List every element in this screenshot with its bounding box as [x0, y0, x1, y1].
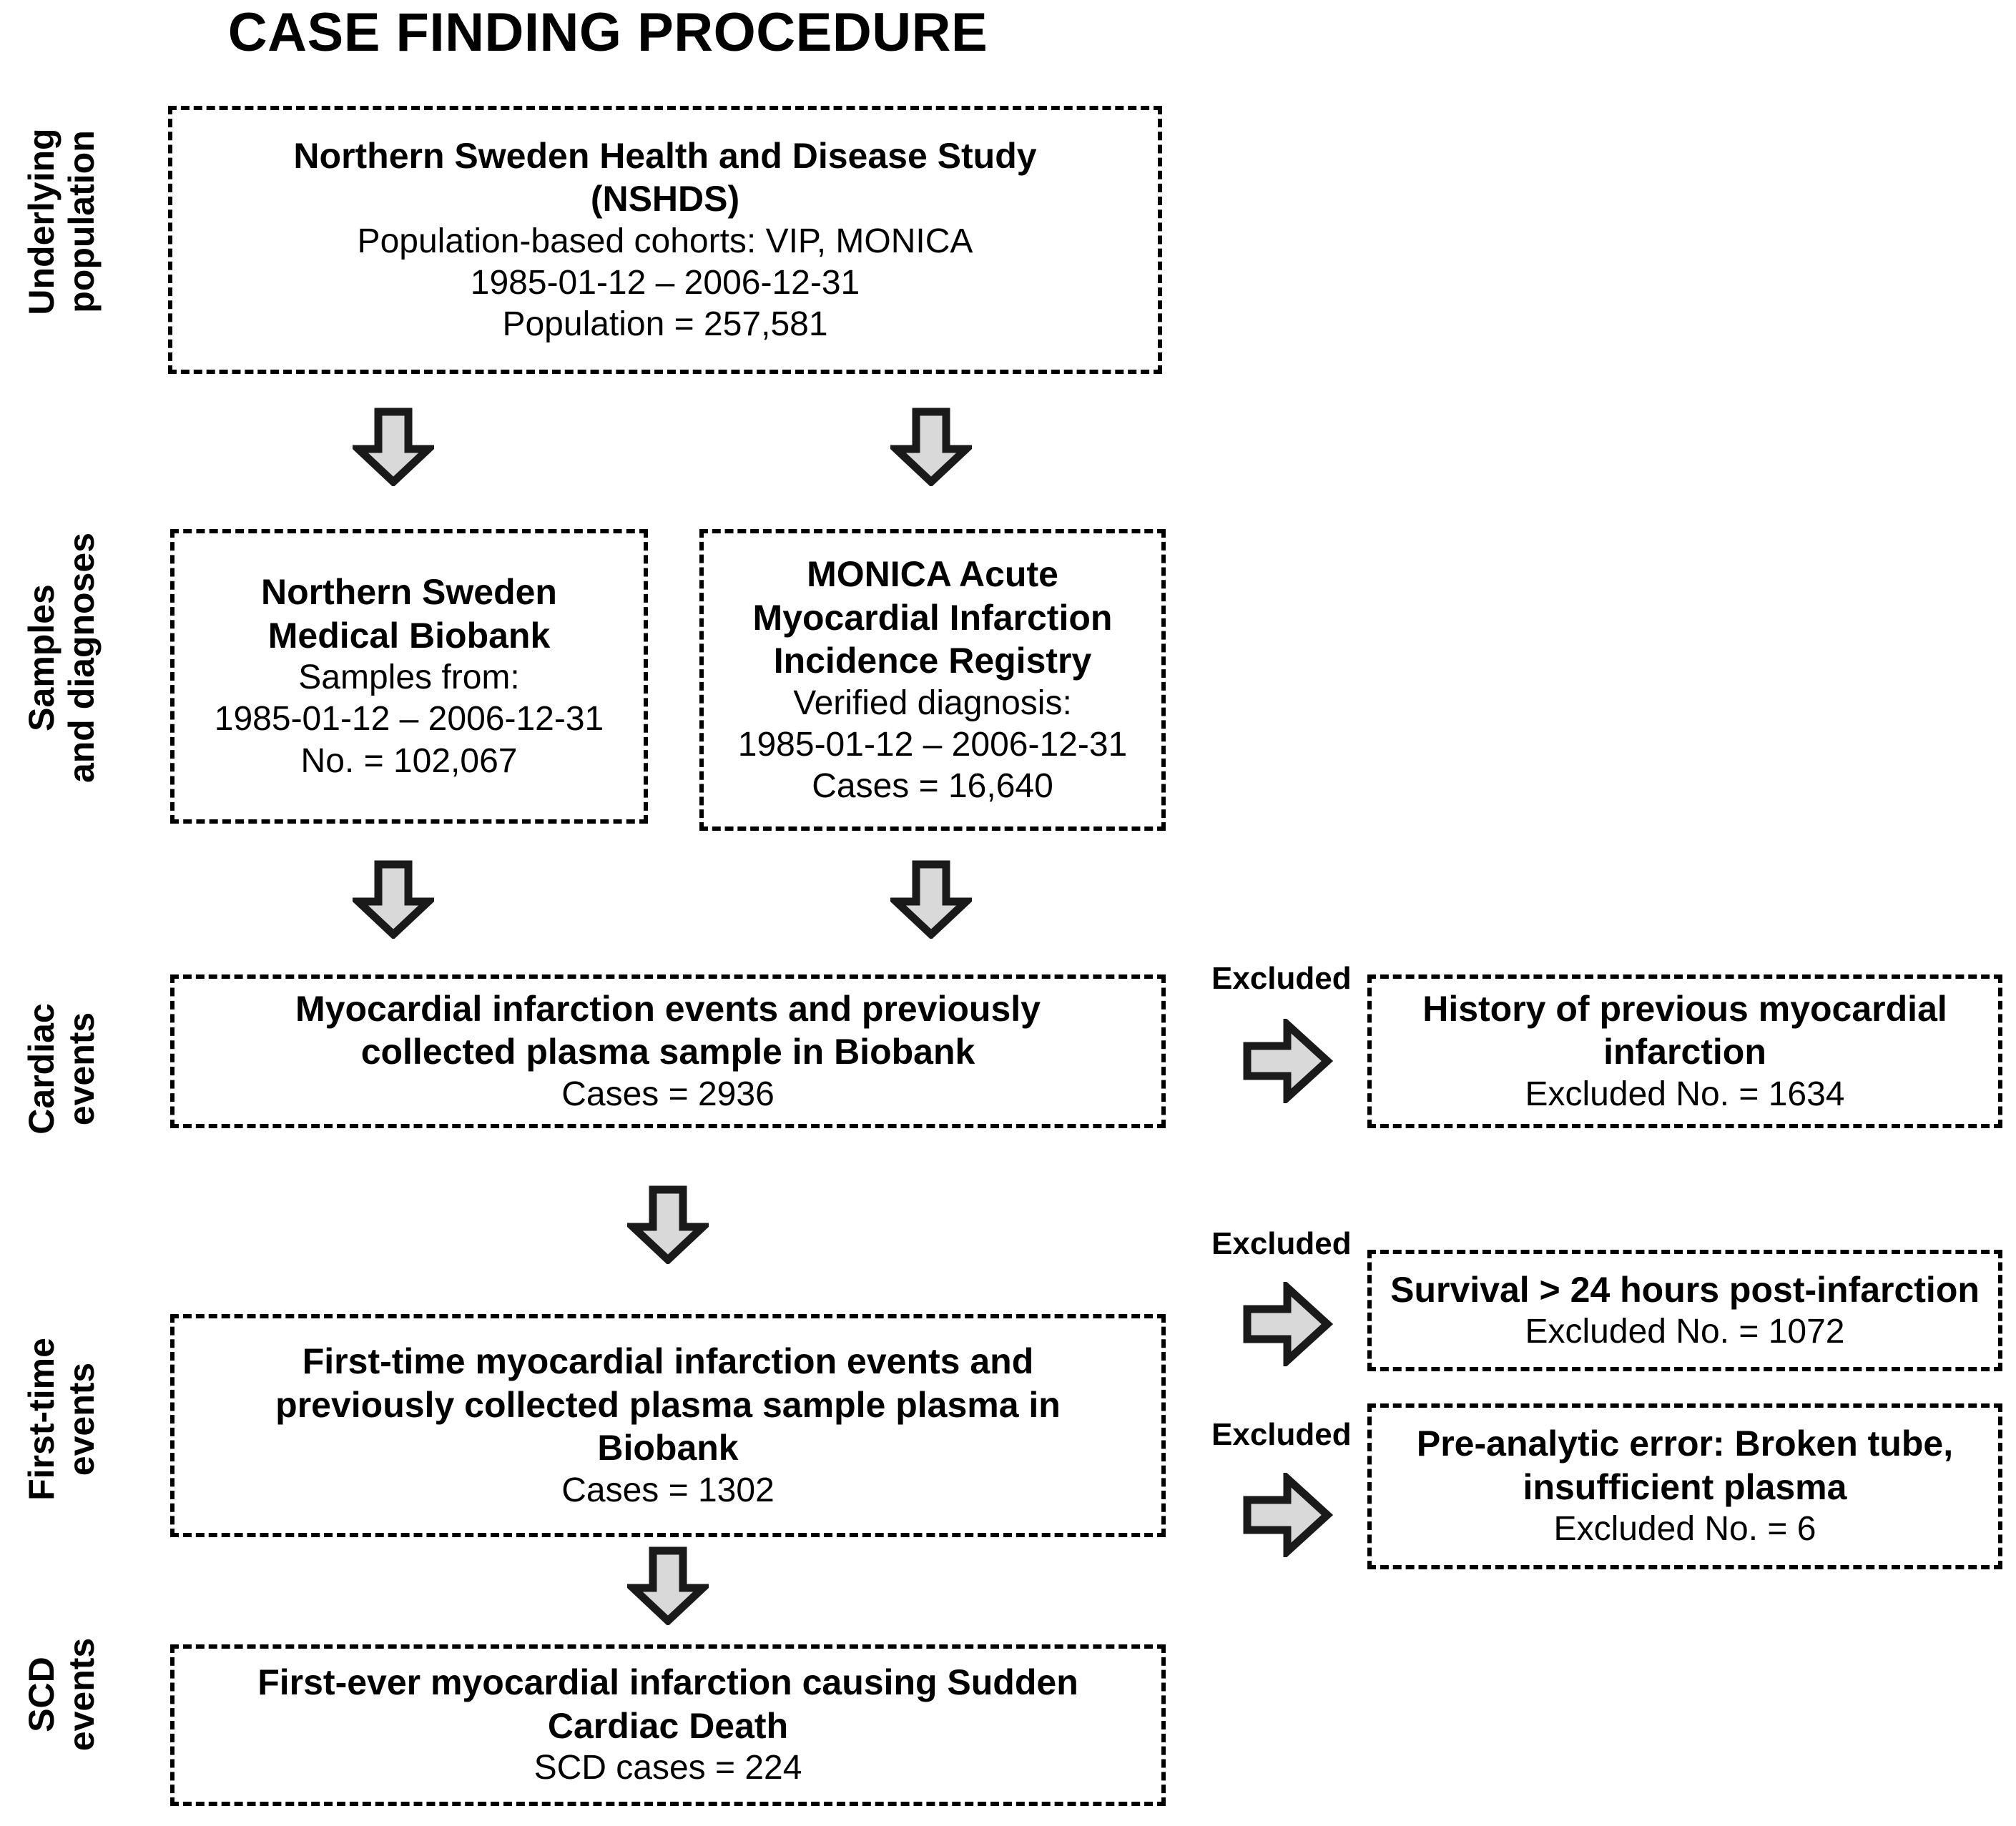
box-excluded-preanalytic-body-line1: Excluded No. = 6: [1553, 1510, 1816, 1549]
box-biobank-heading-line2: Medical Biobank: [267, 615, 551, 656]
arrow-down-nshds-to-monica: [890, 408, 972, 486]
excluded-caption-history: Excluded: [1211, 961, 1352, 996]
box-excluded-preanalytic: Pre-analytic error: Broken tube, insuffi…: [1367, 1403, 2002, 1569]
stage-label-line2: events: [62, 1362, 102, 1476]
arrow-down-icon: [890, 860, 972, 939]
box-monica-registry-heading-line2: Myocardial Infarction: [752, 597, 1113, 638]
arrow-down-icon: [627, 1546, 709, 1625]
box-nshds-body-line1: Population-based cohorts: VIP, MONICA: [357, 222, 973, 260]
box-nshds-body-line2: 1985-01-12 – 2006-12-31: [470, 263, 860, 302]
box-excluded-history-heading-line2: infarction: [1603, 1032, 1766, 1072]
box-excluded-survival-heading-line1: Survival > 24 hours post-infarction: [1390, 1269, 1980, 1310]
box-scd-events-heading-line2: Cardiac Death: [547, 1705, 789, 1746]
box-monica-registry-heading-line1: MONICA Acute: [807, 554, 1058, 595]
arrow-down-mi-to-first-time: [627, 1185, 709, 1264]
arrow-right-excluded-survival: [1243, 1282, 1333, 1366]
stage-label-cardiac-events: Cardiac events: [21, 951, 102, 1187]
stage-label-line1: First-time: [21, 1338, 62, 1501]
box-biobank-body-line3: No. = 102,067: [300, 741, 518, 780]
box-scd-events: First-ever myocardial infarction causing…: [170, 1644, 1166, 1806]
box-nshds-body-line3: Population = 257,581: [502, 305, 828, 344]
box-biobank-body-line1: Samples from:: [298, 658, 520, 697]
box-mi-events-heading-line1: Myocardial infarction events and previou…: [295, 988, 1041, 1029]
box-biobank: Northern Sweden Medical Biobank Samples …: [170, 529, 648, 824]
box-monica-registry-body-line3: Cases = 16,640: [812, 766, 1053, 805]
page-title: CASE FINDING PROCEDURE: [227, 2, 988, 63]
arrow-right-excluded-history: [1243, 1019, 1333, 1103]
stage-label-line1: Underlying: [21, 128, 62, 315]
arrow-right-icon: [1243, 1282, 1333, 1366]
stage-label-line1: SCD: [21, 1657, 62, 1732]
box-excluded-survival-body-line1: Excluded No. = 1072: [1525, 1313, 1845, 1351]
stage-label-line2: events: [62, 1012, 102, 1126]
stage-label-line2: and diagnoses: [62, 532, 102, 784]
box-monica-registry-heading-line3: Incidence Registry: [773, 641, 1092, 681]
box-excluded-survival: Survival > 24 hours post-infarction Excl…: [1367, 1250, 2002, 1371]
stage-label-first-time-events: First-time events: [21, 1287, 102, 1551]
box-excluded-history-heading-line1: History of previous myocardial: [1422, 988, 1947, 1029]
box-excluded-history-body-line1: Excluded No. = 1634: [1525, 1075, 1845, 1113]
excluded-caption-survival: Excluded: [1211, 1226, 1352, 1261]
box-mi-events: Myocardial infarction events and previou…: [170, 974, 1166, 1128]
stage-label-line1: Samples: [21, 584, 62, 731]
arrow-down-monica-to-mi-events: [890, 860, 972, 939]
box-monica-registry-body-line2: 1985-01-12 – 2006-12-31: [737, 725, 1128, 764]
arrow-down-icon: [627, 1185, 709, 1264]
box-nshds-heading-line1: Northern Sweden Health and Disease Study: [293, 135, 1037, 176]
box-monica-registry: MONICA Acute Myocardial Infarction Incid…: [699, 529, 1166, 831]
stage-label-line2: events: [62, 1637, 102, 1752]
box-scd-events-heading-line1: First-ever myocardial infarction causing…: [257, 1662, 1078, 1703]
box-first-time-events-heading-line2: previously collected plasma sample plasm…: [275, 1384, 1061, 1425]
box-excluded-preanalytic-heading-line2: insufficient plasma: [1523, 1466, 1847, 1507]
box-mi-events-heading-line2: collected plasma sample in Biobank: [360, 1032, 975, 1072]
box-excluded-preanalytic-heading-line1: Pre-analytic error: Broken tube,: [1416, 1423, 1954, 1464]
arrow-down-icon: [353, 408, 434, 486]
arrow-down-nshds-to-biobank: [353, 408, 434, 486]
box-biobank-heading-line1: Northern Sweden: [261, 572, 557, 613]
box-first-time-events-heading-line3: Biobank: [597, 1428, 739, 1469]
box-nshds: Northern Sweden Health and Disease Study…: [168, 106, 1162, 374]
arrow-down-first-time-to-scd: [627, 1546, 709, 1625]
arrow-down-icon: [353, 860, 434, 939]
arrow-down-biobank-to-mi-events: [353, 860, 434, 939]
box-excluded-history: History of previous myocardial infarctio…: [1367, 974, 2002, 1128]
arrow-down-icon: [890, 408, 972, 486]
box-nshds-heading-line2: (NSHDS): [590, 179, 740, 219]
box-scd-events-body-line1: SCD cases = 224: [533, 1749, 802, 1787]
stage-label-underlying-population: Underlying population: [21, 86, 102, 357]
stage-label-samples-and-diagnoses: Samples and diagnoses: [21, 508, 102, 808]
box-biobank-body-line2: 1985-01-12 – 2006-12-31: [214, 700, 604, 739]
excluded-caption-preanalytic: Excluded: [1211, 1417, 1352, 1452]
box-mi-events-body-line1: Cases = 2936: [561, 1075, 775, 1113]
stage-label-scd-events: SCD events: [21, 1587, 102, 1802]
box-first-time-events-body-line1: Cases = 1302: [561, 1471, 775, 1509]
box-monica-registry-body-line1: Verified diagnosis:: [793, 683, 1072, 722]
stage-label-line1: Cardiac: [21, 1003, 62, 1135]
box-first-time-events: First-time myocardial infarction events …: [170, 1314, 1166, 1537]
arrow-right-icon: [1243, 1019, 1333, 1103]
box-first-time-events-heading-line1: First-time myocardial infarction events …: [302, 1341, 1034, 1382]
stage-label-line2: population: [62, 130, 102, 313]
arrow-right-icon: [1243, 1473, 1333, 1557]
arrow-right-excluded-preanalytic: [1243, 1473, 1333, 1557]
